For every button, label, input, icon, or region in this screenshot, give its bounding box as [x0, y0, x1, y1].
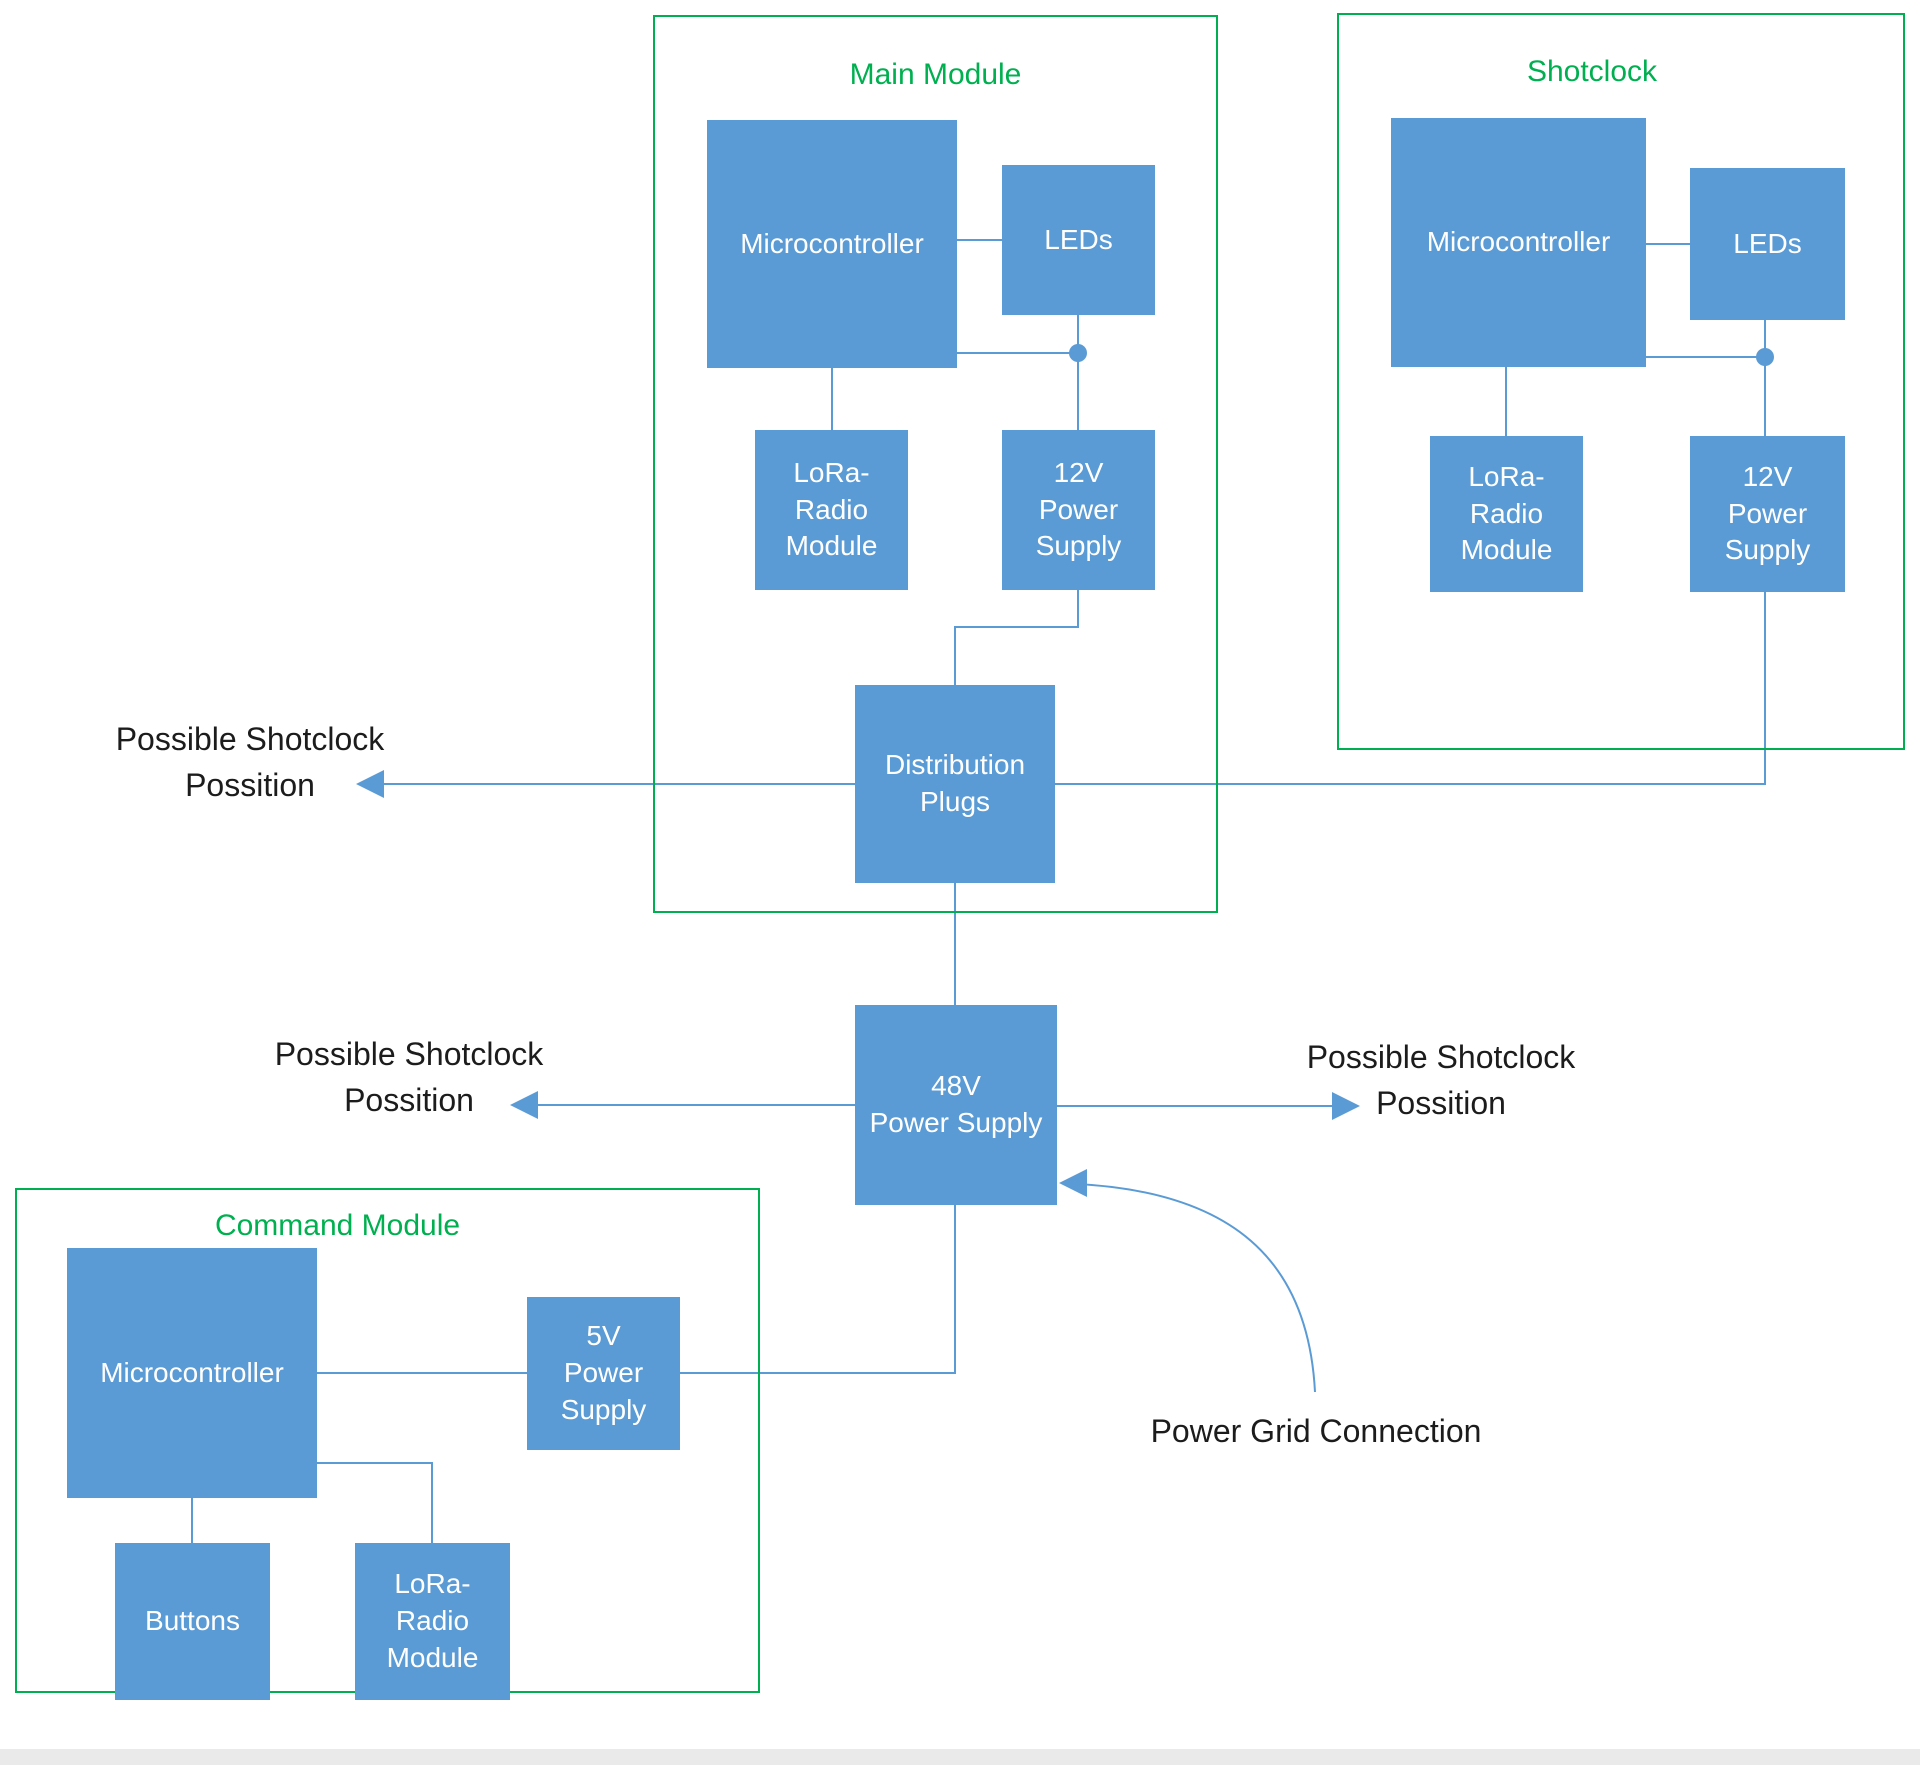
arrowhead-left-top-icon — [356, 770, 384, 798]
main-12v-power-supply-box: 12V Power Supply — [1002, 430, 1155, 590]
arrowhead-power-grid-icon — [1059, 1169, 1087, 1197]
wire-power-grid-curve — [1076, 1183, 1316, 1393]
shotclock-12v-power-supply-box: 12V Power Supply — [1690, 436, 1845, 592]
distribution-plugs-box: Distribution Plugs — [855, 685, 1055, 883]
shotclock-lora-radio-box: LoRa- Radio Module — [1430, 436, 1583, 592]
possible-shotclock-label-right: Possible Shotclock Possition — [1306, 1039, 1576, 1121]
arrowhead-right-icon — [1332, 1092, 1360, 1120]
possible-shotclock-label-mid-left: Possible Shotclock Possition — [274, 1036, 544, 1118]
command-microcontroller-box: Microcontroller — [67, 1248, 317, 1498]
possible-shotclock-label-top-left: Possible Shotclock Possition — [115, 721, 385, 803]
main-microcontroller-box: Microcontroller — [707, 120, 957, 368]
command-module-title: Command Module — [214, 1209, 461, 1242]
wire-main-12v-distribution — [954, 590, 1079, 685]
wire-shot-12v-distribution — [1055, 592, 1766, 785]
main-lora-radio-box: LoRa- Radio Module — [755, 430, 908, 590]
shotclock-microcontroller-box: Microcontroller — [1391, 118, 1646, 367]
junction-dot-main — [1069, 344, 1087, 362]
arrowhead-left-mid-icon — [510, 1091, 538, 1119]
command-lora-radio-box: LoRa- Radio Module — [355, 1543, 510, 1700]
wire-cmd-micro-lora — [317, 1462, 433, 1543]
shotclock-leds-box: LEDs — [1690, 168, 1845, 320]
wire-48v-5v — [680, 1205, 956, 1374]
junction-dot-shotclock — [1756, 348, 1774, 366]
main-module-title: Main Module — [849, 58, 1022, 91]
main-leds-box: LEDs — [1002, 165, 1155, 315]
48v-power-supply-box: 48V Power Supply — [855, 1005, 1057, 1205]
bottom-edge-strip — [0, 1749, 1920, 1765]
shotclock-title: Shotclock — [1526, 55, 1658, 88]
command-5v-power-supply-box: 5V Power Supply — [527, 1297, 680, 1450]
power-grid-connection-label: Power Grid Connection — [1150, 1413, 1482, 1449]
main-module-frame — [653, 15, 1218, 913]
command-buttons-box: Buttons — [115, 1543, 270, 1700]
shotclock-frame — [1337, 13, 1905, 750]
